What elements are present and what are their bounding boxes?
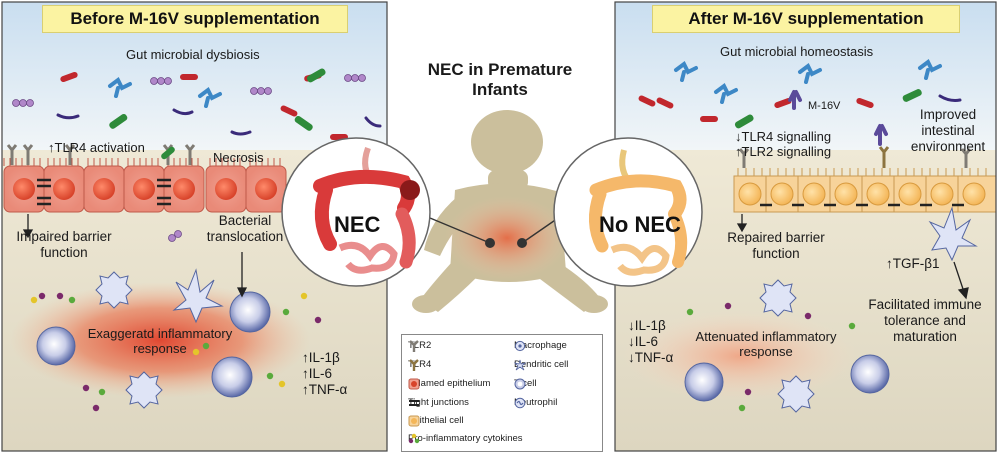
right-cytokines: ↓IL-1β ↓IL-6 ↓TNF-α	[628, 318, 674, 365]
legend-tlr2: TLR2	[408, 340, 432, 352]
homeostasis-bacteria	[638, 58, 962, 146]
healthy-intestine	[553, 137, 703, 287]
legend-cytokines: Pro-inflammatory cytokines	[408, 433, 523, 444]
improved-environment-label: Improved intestinal environment	[910, 107, 986, 154]
tlr2-icon	[409, 340, 419, 352]
immune-cells-left	[30, 268, 322, 412]
dysbiosis-label: Gut microbial dysbiosis	[126, 47, 260, 62]
inflamed-epithelium-icon	[408, 378, 420, 390]
impaired-barrier-label: Impaired barrier function	[16, 229, 112, 260]
homeostasis-label: Gut microbial homeostasis	[720, 44, 874, 59]
dysbiosis-bacteria	[12, 68, 382, 242]
nec-intestine	[281, 137, 431, 287]
tlr4-icon	[409, 359, 419, 371]
abdomen-glow	[445, 196, 569, 280]
m16v-label: M-16V	[808, 100, 841, 112]
necrosis-label: Necrosis	[213, 150, 264, 165]
after-banner: After M-16V supplementation	[652, 5, 960, 33]
tight-junction-icon	[409, 400, 419, 406]
immune-cells-right	[684, 206, 978, 413]
legend-neutrophil: Neutrophil	[514, 397, 558, 409]
legend-tight-junctions: Tight junctions	[408, 397, 469, 408]
dendritic-cell-icon	[514, 359, 526, 371]
legend-epithelial-cell: Epithelial cell	[408, 415, 464, 427]
legend-t-cell: T cell	[514, 378, 537, 390]
repaired-barrier-label: Repaired barrier function	[727, 230, 825, 261]
tgf-label: ↑TGF-β1	[886, 256, 940, 271]
healthy-epithelium	[733, 168, 996, 213]
attenuated-inflammation-label: Attenuated inflammatory response	[695, 329, 837, 360]
inflamed-epithelium	[3, 158, 287, 213]
epithelial-cell-icon	[408, 415, 420, 427]
nec-label: NEC	[334, 212, 381, 237]
macrophage-icon	[514, 340, 526, 352]
bacterial-translocation-label: Bacterial translocation	[206, 213, 284, 244]
neutrophil-icon	[514, 397, 526, 409]
signalling-label: ↓TLR4 signalling ↑TLR2 signalling	[735, 129, 832, 160]
before-banner: Before M-16V supplementation	[42, 5, 348, 33]
t-cell-icon	[514, 378, 526, 390]
legend-inflamed-epithelium: Inflamed epithelium	[408, 378, 491, 390]
tlr4-activation-label: ↑TLR4 activation	[48, 140, 145, 155]
tlr-receptors-right	[738, 146, 972, 168]
legend-macrophage: Macrophage	[514, 340, 567, 352]
main-title: NEC in Premature Infants	[427, 60, 573, 100]
exaggerated-inflammation-label: Exaggeratd inflammatory response	[87, 326, 233, 357]
no-nec-label: No NEC	[599, 212, 681, 237]
legend-dendritic-cell: Dendritic cell	[514, 359, 569, 371]
immune-tolerance-label: Facilitated immune tolerance and maturat…	[868, 297, 982, 344]
legend: TLR2 TLR4 Inflamed epithelium Tight junc…	[401, 334, 603, 452]
left-cytokines: ↑IL-1β ↑IL-6 ↑TNF-α	[302, 350, 348, 397]
legend-tlr4: TLR4	[408, 359, 432, 371]
cytokine-icon	[408, 433, 420, 444]
